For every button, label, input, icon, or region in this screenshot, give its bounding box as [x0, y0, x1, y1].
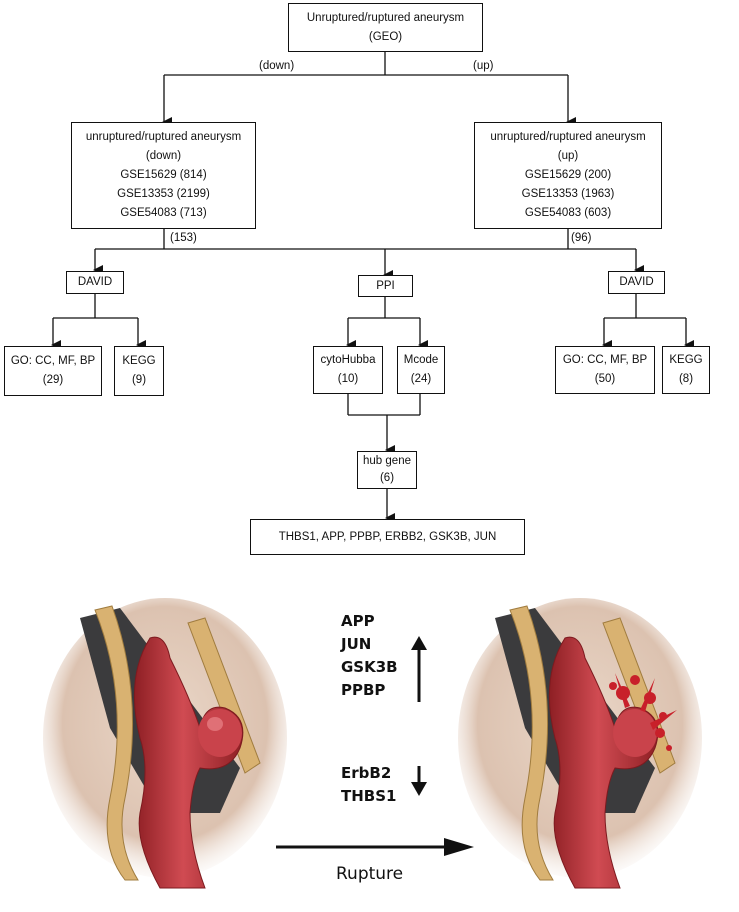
hub-gene-label: hub gene [363, 455, 411, 467]
cytohubba-count: (10) [337, 373, 359, 385]
up-gene-3: GSK3B [341, 658, 398, 676]
hub-gene-count: (6) [379, 472, 395, 484]
left-go-label: GO: CC, MF, BP [10, 355, 96, 367]
up-overlap-count: (96) [571, 232, 592, 244]
left-go-count: (29) [42, 374, 64, 386]
left-go-box: GO: CC, MF, BP (29) [4, 346, 102, 396]
right-david-box: DAVID [608, 271, 665, 294]
hub-genes-list: THBS1, APP, PPBP, ERBB2, GSK3B, JUN [278, 530, 497, 543]
hub-genes-list-box: THBS1, APP, PPBP, ERBB2, GSK3B, JUN [250, 519, 525, 555]
down-line-2: (down) [145, 150, 182, 162]
ppi-label: PPI [376, 279, 395, 292]
up-gene-4: PPBP [341, 681, 386, 699]
right-kegg-count: (8) [678, 373, 694, 385]
right-kegg-label: KEGG [669, 354, 703, 366]
down-overlap-count: (153) [170, 232, 197, 244]
down-line-3: GSE15629 (814) [120, 169, 207, 181]
ruptured-aneurysm-illustration [458, 598, 702, 889]
down-line-5: GSE54083 (713) [120, 207, 207, 219]
up-line-5: GSE54083 (603) [524, 207, 612, 219]
down-line-1: unruptured/ruptured aneurysm [85, 131, 242, 143]
up-datasets-box: unruptured/ruptured aneurysm (up) GSE156… [474, 122, 662, 229]
up-gene-2: JUN [341, 635, 372, 653]
down-datasets-box: unruptured/ruptured aneurysm (down) GSE1… [71, 122, 256, 229]
geo-source-subtitle: (GEO) [368, 30, 403, 43]
mcode-label: Mcode [403, 354, 439, 366]
cytohubba-label: cytoHubba [320, 354, 376, 366]
downregulated-genes: ErbB2 THBS1 [341, 762, 396, 808]
rupture-arrow-icon [276, 838, 474, 856]
right-go-box: GO: CC, MF, BP (50) [555, 346, 655, 394]
ppi-box: PPI [358, 275, 413, 297]
geo-source-title: Unruptured/ruptured aneurysm [306, 11, 465, 24]
up-line-1: unruptured/ruptured aneurysm [490, 131, 646, 143]
up-line-4: GSE13353 (1963) [521, 188, 615, 200]
left-david-box: DAVID [66, 271, 124, 294]
right-david-label: DAVID [619, 276, 654, 288]
down-gene-1: ErbB2 [341, 764, 392, 782]
right-go-count: (50) [594, 373, 616, 385]
down-gene-2: THBS1 [341, 787, 397, 805]
left-kegg-box: KEGG (9) [114, 346, 164, 396]
left-kegg-count: (9) [131, 374, 147, 386]
up-line-3: GSE15629 (200) [524, 169, 612, 181]
geo-source-box: Unruptured/ruptured aneurysm (GEO) [288, 3, 483, 52]
mcode-count: (24) [410, 373, 432, 385]
intact-aneurysm-illustration [43, 598, 287, 889]
mcode-box: Mcode (24) [397, 346, 445, 394]
down-line-4: GSE13353 (2199) [117, 188, 210, 200]
branch-label-down: (down) [259, 60, 295, 72]
upregulated-genes: APP JUN GSK3B PPBP [341, 610, 398, 702]
down-arrow-icon [411, 766, 427, 796]
flowchart-connectors [51, 52, 694, 523]
up-arrow-icon [411, 636, 427, 702]
left-kegg-label: KEGG [122, 355, 156, 367]
hub-gene-box: hub gene (6) [357, 451, 417, 489]
up-gene-1: APP [341, 612, 375, 630]
cytohubba-box: cytoHubba (10) [313, 346, 383, 394]
up-line-2: (up) [557, 150, 579, 162]
left-david-label: DAVID [77, 276, 113, 288]
right-go-label: GO: CC, MF, BP [562, 354, 648, 366]
rupture-label: Rupture [336, 864, 404, 884]
branch-label-up: (up) [473, 60, 494, 72]
right-kegg-box: KEGG (8) [662, 346, 710, 394]
